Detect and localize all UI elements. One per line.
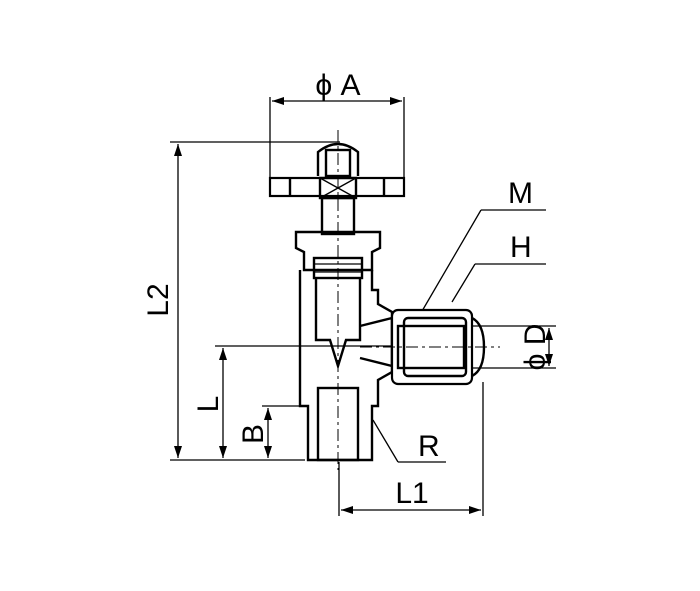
label-phi-d: ϕ D [519, 324, 552, 371]
label-r: R [418, 430, 440, 463]
leader-m: M [417, 177, 546, 319]
top-cap [316, 142, 360, 176]
label-l2: L2 [142, 283, 175, 316]
main-body [298, 270, 394, 462]
dimension-l2: L2 [142, 141, 340, 461]
label-m: M [508, 177, 533, 210]
leader-h: H [451, 231, 546, 303]
label-h: H [510, 231, 532, 264]
label-phi-a: ϕ A [315, 69, 360, 102]
dimension-l: L [192, 345, 392, 458]
dimension-phi-a: ϕ A [269, 69, 405, 180]
leader-r: R [372, 419, 446, 463]
side-port [359, 316, 394, 368]
dimension-phi-d: ϕ D [470, 324, 556, 371]
label-l: L [192, 396, 225, 413]
label-l1: L1 [395, 477, 428, 510]
valve-body [268, 130, 500, 470]
dimension-b: B [237, 405, 300, 458]
dimension-l1: L1 [338, 382, 484, 516]
label-b: B [237, 424, 270, 444]
